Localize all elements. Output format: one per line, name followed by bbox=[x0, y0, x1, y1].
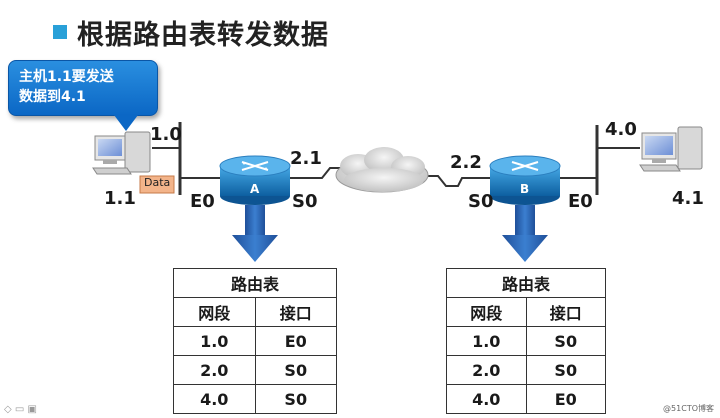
router-a-s0-label: S0 bbox=[292, 191, 318, 212]
title-bullet-icon bbox=[53, 25, 67, 39]
right-net-label: 4.0 bbox=[605, 119, 637, 140]
table-header-cell: 网段 bbox=[446, 297, 527, 327]
table-cell: S0 bbox=[525, 326, 606, 356]
table-cell: 1.0 bbox=[173, 326, 256, 356]
router-a-icon bbox=[219, 155, 291, 205]
router-b-name: B bbox=[520, 182, 530, 196]
router-b-s0-label: S0 bbox=[468, 191, 494, 212]
router-b-serial-net-label: 2.2 bbox=[450, 152, 482, 173]
left-host-label: 1.1 bbox=[104, 188, 136, 209]
wan-cloud-icon bbox=[335, 147, 429, 193]
table-cell: 2.0 bbox=[173, 355, 256, 385]
table-cell: E0 bbox=[254, 326, 337, 356]
routing-table-b: 路由表 网段 接口 1.0 S0 2.0 S0 4.0 E0 bbox=[446, 268, 606, 414]
router-b-e0-label: E0 bbox=[568, 191, 593, 212]
right-host-label: 4.1 bbox=[672, 188, 704, 209]
arrow-to-table-b-icon bbox=[502, 205, 548, 262]
left-host-computer-icon bbox=[92, 131, 151, 175]
routing-table-a-caption: 路由表 bbox=[173, 268, 337, 298]
router-a-serial-net-label: 2.1 bbox=[290, 148, 322, 169]
callout-tail bbox=[114, 115, 138, 131]
table-row: 2.0 S0 bbox=[173, 355, 337, 385]
slide-title: 根据路由表转发数据 bbox=[53, 12, 329, 52]
arrow-to-table-a-icon bbox=[232, 205, 278, 262]
callout-line-2: 数据到4.1 bbox=[19, 89, 86, 105]
router-a-e0-label: E0 bbox=[190, 191, 215, 212]
table-cell: S0 bbox=[254, 384, 337, 414]
callout-line-1: 主机1.1要发送 bbox=[19, 69, 114, 85]
table-row: 1.0 S0 bbox=[446, 326, 606, 356]
routing-table-b-caption: 路由表 bbox=[446, 268, 606, 298]
serial-link-a bbox=[290, 167, 342, 179]
table-cell: S0 bbox=[254, 355, 337, 385]
table-cell: 4.0 bbox=[446, 384, 527, 414]
right-host-computer-icon bbox=[639, 126, 703, 172]
table-cell: 4.0 bbox=[173, 384, 256, 414]
routing-table-a: 路由表 网段 接口 1.0 E0 2.0 S0 4.0 S0 bbox=[173, 268, 337, 414]
table-row: 4.0 S0 bbox=[173, 384, 337, 414]
router-a-name: A bbox=[250, 182, 260, 196]
left-net-label: 1.0 bbox=[150, 124, 182, 145]
table-row: 1.0 E0 bbox=[173, 326, 337, 356]
data-packet-icon bbox=[139, 175, 175, 194]
table-cell: S0 bbox=[525, 355, 606, 385]
table-header-cell: 接口 bbox=[254, 297, 337, 327]
watermark: @51CTO博客 bbox=[663, 404, 714, 413]
table-cell: 1.0 bbox=[446, 326, 527, 356]
table-cell: E0 bbox=[525, 384, 606, 414]
table-row: 2.0 S0 bbox=[446, 355, 606, 385]
table-row: 4.0 E0 bbox=[446, 384, 606, 414]
router-b-icon bbox=[489, 155, 561, 205]
table-header-cell: 网段 bbox=[173, 297, 256, 327]
callout-bubble: 主机1.1要发送 数据到4.1 bbox=[8, 60, 158, 116]
player-controls-icon[interactable]: ◇ ▭ ▣ bbox=[4, 404, 37, 415]
serial-link-b bbox=[420, 175, 490, 187]
table-cell: 2.0 bbox=[446, 355, 527, 385]
data-packet-label: Data bbox=[144, 176, 171, 189]
title-text: 根据路由表转发数据 bbox=[77, 19, 329, 51]
table-header-cell: 接口 bbox=[525, 297, 606, 327]
